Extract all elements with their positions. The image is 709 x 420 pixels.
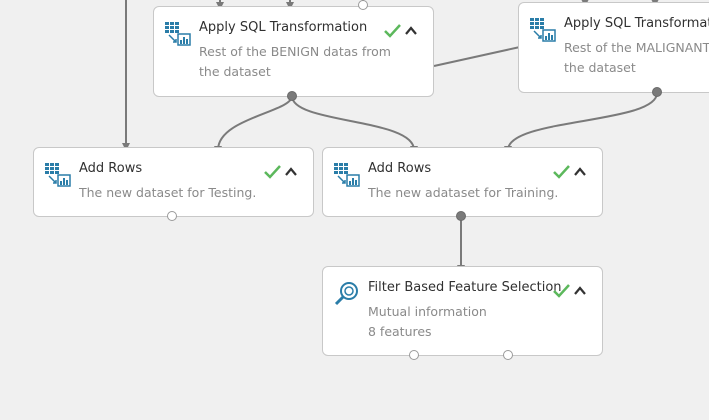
chevron-up-icon [405,26,417,35]
module-description: The new dataset for Testing. [79,185,257,200]
module-title: Apply SQL Transformation [564,16,709,31]
magnifier-icon [333,281,361,307]
module-status [552,162,592,182]
chevron-up-icon [285,167,297,176]
chevron-up-icon [574,167,586,176]
output-port[interactable] [409,350,419,360]
module-status [552,281,592,301]
module-status [263,162,303,182]
output-port[interactable] [503,350,513,360]
output-port[interactable] [652,87,662,97]
module-filter-feature-selection[interactable]: Filter Based Feature Selection Mutual in… [322,266,603,356]
module-description: The new adataset for Training. [368,185,559,200]
connector-line [433,46,521,67]
module-apply-sql-benign[interactable]: Apply SQL Transformation Rest of the BEN… [153,6,434,97]
check-icon [264,165,281,179]
module-status [383,21,423,41]
module-description: Mutual information 8 features [368,304,487,339]
input-port[interactable] [358,0,368,10]
module-add-rows-testing[interactable]: Add Rows The new dataset for Testing. [33,147,314,217]
output-port[interactable] [456,211,466,221]
module-apply-sql-malignant[interactable]: Apply SQL Transformation Rest of the MAL… [518,2,709,93]
module-title: Filter Based Feature Selection [368,280,562,295]
table-transform-icon [333,162,361,188]
module-description: Rest of the MALIGNANT datas from the dat… [564,40,709,75]
connector-line [504,92,658,154]
chevron-up-icon [574,286,586,295]
module-title: Add Rows [368,161,432,176]
output-port[interactable] [167,211,177,221]
output-port[interactable] [287,91,297,101]
clip-region: Apply SQL Transformation Rest of the MAL… [518,2,709,93]
module-description: Rest of the BENIGN datas from the datase… [199,44,391,79]
table-transform-icon [164,21,192,47]
table-transform-icon [529,17,557,43]
connector-line [291,95,418,154]
module-title: Apply SQL Transformation [199,20,368,35]
check-icon [553,284,570,298]
module-add-rows-training[interactable]: Add Rows The new adataset for Training. [322,147,603,217]
table-transform-icon [44,162,72,188]
module-title: Add Rows [79,161,143,176]
check-icon [384,24,401,38]
check-icon [553,165,570,179]
connector-line [214,95,293,154]
